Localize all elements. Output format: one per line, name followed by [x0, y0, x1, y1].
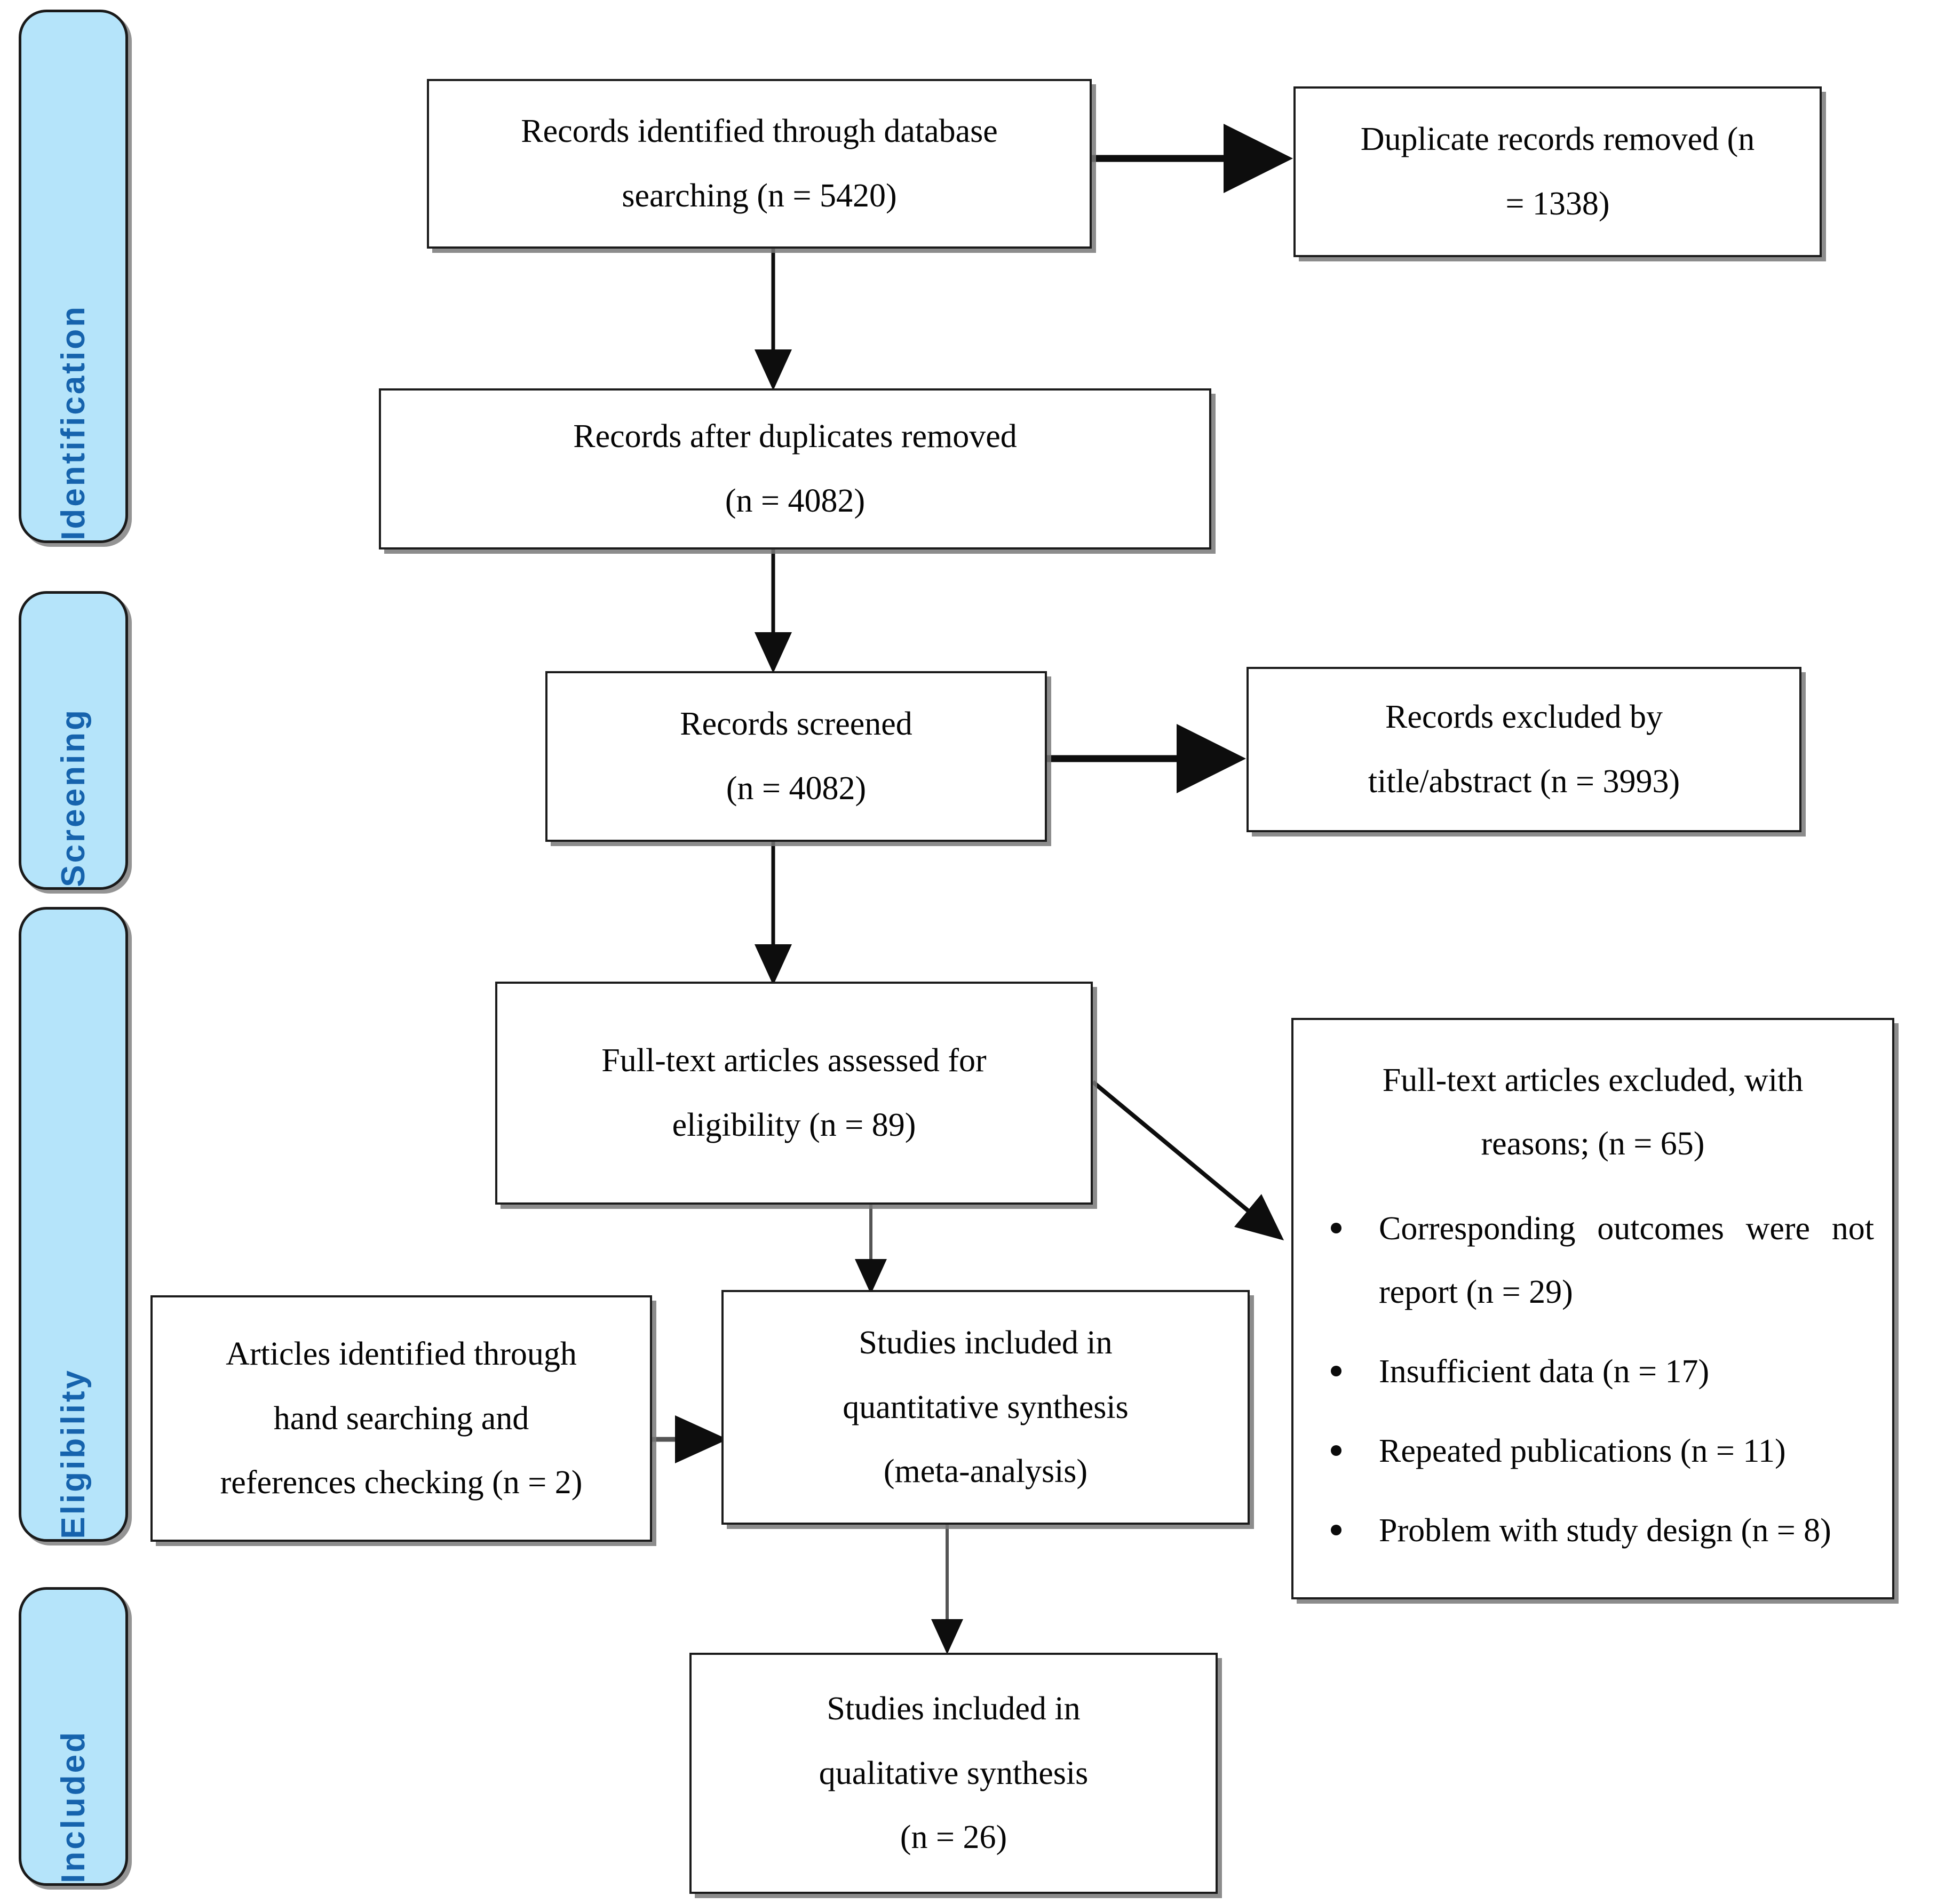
stage-pill-included: Included [19, 1587, 128, 1886]
box-records-identified: Records identified through database sear… [427, 79, 1092, 249]
box-records-screened-line2: (n = 4082) [726, 770, 867, 807]
box-hand-searching-line3: references checking (n = 2) [220, 1464, 583, 1501]
exclusion-reason-text: Insufficient data (n = 17) [1379, 1353, 1710, 1390]
box-records-excluded-line1: Records excluded by [1385, 699, 1663, 736]
exclusion-reason-text: Repeated publications (n = 11) [1379, 1433, 1786, 1470]
bullet-icon [1331, 1366, 1341, 1377]
box-fulltext-assessed-line1: Full-text articles assessed for [601, 1042, 987, 1079]
fulltext-excluded-heading-line2: reasons; (n = 65) [1481, 1126, 1705, 1162]
stage-label-eligibility: Eligibility [54, 1368, 92, 1539]
exclusion-reasons-list: Corresponding outcomes were not report (… [1312, 1197, 1874, 1579]
box-fulltext-excluded-with-reasons: Full-text articles excluded, with reason… [1291, 1018, 1894, 1599]
box-records-screened-line1: Records screened [680, 706, 912, 743]
stage-label-screening: Screening [54, 708, 92, 887]
fulltext-excluded-heading-line1: Full-text articles excluded, with [1382, 1062, 1804, 1098]
exclusion-reason-item: Problem with study design (n = 8) [1312, 1499, 1874, 1563]
box-fulltext-assessed-line2: eligibility (n = 89) [672, 1107, 916, 1143]
exclusion-reason-item: Repeated publications (n = 11) [1312, 1420, 1874, 1483]
stage-label-identification: Identification [54, 305, 92, 540]
bullet-icon [1331, 1525, 1341, 1536]
box-hand-searching-line2: hand searching and [273, 1400, 529, 1437]
box-quantitative-synthesis: Studies included in quantitative synthes… [721, 1290, 1250, 1525]
box-records-after-duplicates: Records after duplicates removed (n = 40… [379, 388, 1211, 549]
box-hand-searching-line1: Articles identified through [226, 1335, 577, 1372]
exclusion-reason-text: Problem with study design (n = 8) [1379, 1512, 1831, 1549]
box-qualitative-synthesis-line3: (n = 26) [900, 1819, 1007, 1856]
box-records-identified-line2: searching (n = 5420) [622, 178, 897, 214]
box-duplicate-records-removed-line2: = 1338) [1505, 186, 1610, 222]
exclusion-reason-item: Insufficient data (n = 17) [1312, 1340, 1874, 1404]
box-records-after-duplicates-line1: Records after duplicates removed [573, 418, 1017, 455]
arrow-fulltext-to-excluded-reasons [1091, 1080, 1284, 1241]
fulltext-excluded-heading: Full-text articles excluded, with reason… [1312, 1049, 1874, 1176]
box-qualitative-synthesis-line2: qualitative synthesis [819, 1755, 1089, 1791]
stage-pill-screening: Screening [19, 591, 128, 890]
exclusion-reason-item: Corresponding outcomes were not report (… [1312, 1197, 1874, 1324]
box-records-identified-line1: Records identified through database [521, 113, 998, 150]
box-records-excluded: Records excluded by title/abstract (n = … [1247, 667, 1801, 832]
exclusion-reason-text: Corresponding outcomes were not report (… [1379, 1210, 1874, 1311]
stage-pill-eligibility: Eligibility [19, 907, 128, 1542]
box-records-screened: Records screened (n = 4082) [545, 671, 1047, 842]
box-fulltext-assessed: Full-text articles assessed for eligibil… [495, 982, 1093, 1205]
box-qualitative-synthesis-line1: Studies included in [827, 1690, 1081, 1727]
bullet-icon [1331, 1445, 1341, 1456]
box-quantitative-synthesis-line3: (meta-analysis) [883, 1453, 1088, 1490]
stage-label-included: Included [54, 1730, 92, 1883]
bullet-icon [1331, 1223, 1341, 1234]
box-records-excluded-line2: title/abstract (n = 3993) [1368, 763, 1680, 800]
box-records-after-duplicates-line2: (n = 4082) [725, 483, 866, 519]
box-hand-searching: Articles identified through hand searchi… [150, 1295, 652, 1542]
stage-pill-identification: Identification [19, 10, 128, 543]
box-quantitative-synthesis-line2: quantitative synthesis [843, 1389, 1129, 1425]
box-quantitative-synthesis-line1: Studies included in [859, 1324, 1113, 1361]
box-duplicate-records-removed-line1: Duplicate records removed (n [1360, 121, 1755, 158]
box-qualitative-synthesis: Studies included in qualitative synthesi… [689, 1653, 1218, 1894]
box-duplicate-records-removed: Duplicate records removed (n = 1338) [1293, 86, 1822, 257]
